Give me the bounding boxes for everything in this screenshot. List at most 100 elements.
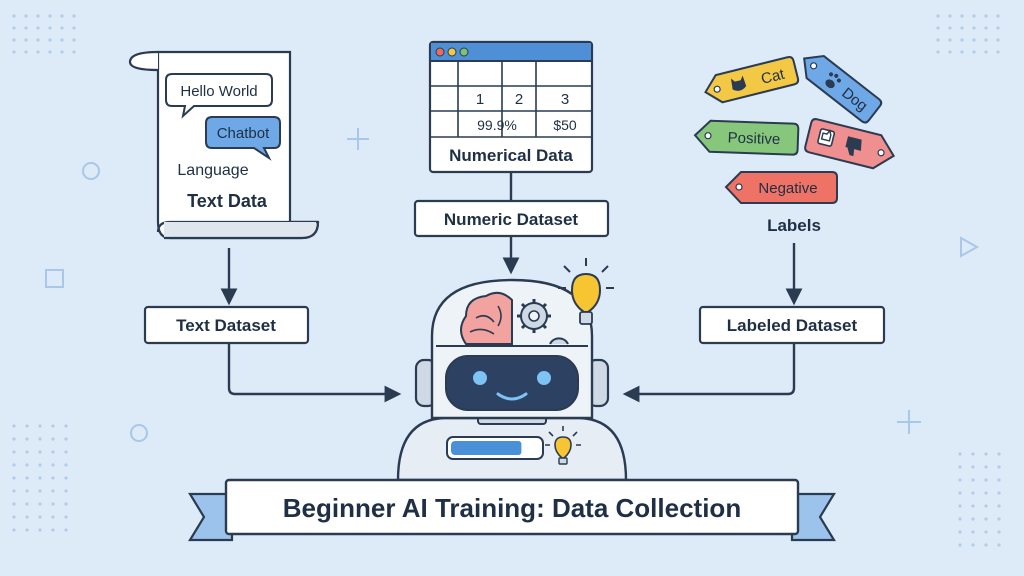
deco-dot [51, 437, 55, 441]
deco-dot [51, 450, 55, 454]
title-banner: Beginner AI Training: Data Collection [188, 478, 836, 542]
robot-progress-bar [446, 436, 544, 460]
thumbs-down-icon [845, 136, 862, 157]
numeric-dataset-box: Numeric Dataset [413, 199, 610, 238]
numerical-data-title: Numerical Data [449, 146, 573, 165]
deco-dot [997, 504, 1001, 508]
deco-dot [971, 543, 975, 547]
banner-box [224, 478, 800, 536]
deco-dot [25, 450, 29, 454]
gear-icon [517, 299, 569, 345]
deco-dot [984, 26, 988, 30]
deco-dot [24, 26, 28, 30]
deco-dot [64, 515, 68, 519]
caption-language: Language [177, 162, 248, 179]
deco-dot [972, 26, 976, 30]
cell-value: 99.9% [477, 117, 517, 133]
deco-dot [25, 437, 29, 441]
tag-cat-text: Cat [759, 66, 787, 88]
window-dot-green [459, 47, 469, 57]
deco-dot [958, 491, 962, 495]
deco-dot [984, 14, 988, 18]
deco-dot [38, 463, 42, 467]
cell-value: $50 [553, 117, 577, 133]
deco-dot [996, 50, 1000, 54]
deco-dot [48, 14, 52, 18]
deco-dot [997, 452, 1001, 456]
deco-dot [971, 517, 975, 521]
robot-eye-right [537, 371, 551, 385]
spreadsheet-window: 1 2 3 99.9% $50 Numerical Data [428, 40, 594, 174]
labeled-dataset-label: Labeled Dataset [727, 316, 858, 335]
deco-dot [971, 465, 975, 469]
deco-dot [958, 517, 962, 521]
deco-dot [997, 491, 1001, 495]
thumbs-up-icon [817, 128, 836, 147]
deco-dot [948, 26, 952, 30]
deco-dot [984, 530, 988, 534]
deco-dot [936, 26, 940, 30]
text-dataset-label: Text Dataset [176, 316, 276, 335]
window-dot-red [435, 47, 445, 57]
tag-negative-text: Negative [758, 180, 817, 197]
deco-dot [51, 424, 55, 428]
deco-dot [38, 437, 42, 441]
deco-dot [960, 26, 964, 30]
text-data-title: Text Data [187, 191, 268, 211]
robot-visor [445, 355, 579, 411]
robot-eye-left [473, 371, 487, 385]
deco-dot [12, 38, 16, 42]
deco-dot [971, 452, 975, 456]
tag-dog: Dog [803, 54, 883, 124]
tag-thumbs [804, 118, 896, 170]
deco-dot [38, 515, 42, 519]
deco-dot [971, 478, 975, 482]
deco-plus [897, 410, 921, 434]
deco-dot [38, 424, 42, 428]
deco-dot [38, 450, 42, 454]
labeled-dataset-box: Labeled Dataset [698, 305, 886, 345]
dot-grid-bottom-left [12, 424, 68, 532]
deco-dot [997, 530, 1001, 534]
deco-circle [82, 162, 100, 180]
deco-plus [347, 128, 369, 150]
deco-dot [25, 502, 29, 506]
small-lightbulb-icon [545, 426, 581, 465]
deco-dot [971, 491, 975, 495]
label-tags: Cat Dog Positive [693, 54, 896, 235]
deco-dot [25, 528, 29, 532]
deco-dot [64, 450, 68, 454]
deco-dot [51, 476, 55, 480]
bubble-hello-text: Hello World [180, 83, 257, 100]
deco-dot [996, 38, 1000, 42]
speech-bubble-chatbot: Chatbot [205, 116, 281, 161]
deco-dot [12, 476, 16, 480]
deco-dot [38, 528, 42, 532]
deco-dot [60, 26, 64, 30]
deco-dot [960, 14, 964, 18]
lightbulb-icon [558, 258, 614, 325]
deco-dot [25, 463, 29, 467]
deco-dot [972, 50, 976, 54]
deco-dot [971, 530, 975, 534]
deco-dot [12, 450, 16, 454]
deco-square [45, 269, 64, 288]
deco-dot [996, 14, 1000, 18]
deco-dot [72, 14, 76, 18]
background-decorations [12, 14, 1001, 547]
deco-dot [64, 463, 68, 467]
cell-value: 2 [515, 91, 523, 108]
deco-dot [25, 476, 29, 480]
deco-dot [12, 515, 16, 519]
arrow-labeled-dataset-to-robot [622, 343, 796, 403]
deco-dot [12, 424, 16, 428]
paw-icon [825, 72, 841, 89]
deco-dot [984, 465, 988, 469]
dot-grid-top-right [936, 14, 1000, 54]
text-data-scroll: Hello World Chatbot Language Text Data [128, 50, 320, 240]
cat-icon [730, 75, 747, 91]
deco-dot [12, 14, 16, 18]
cell-value: 3 [561, 91, 569, 108]
